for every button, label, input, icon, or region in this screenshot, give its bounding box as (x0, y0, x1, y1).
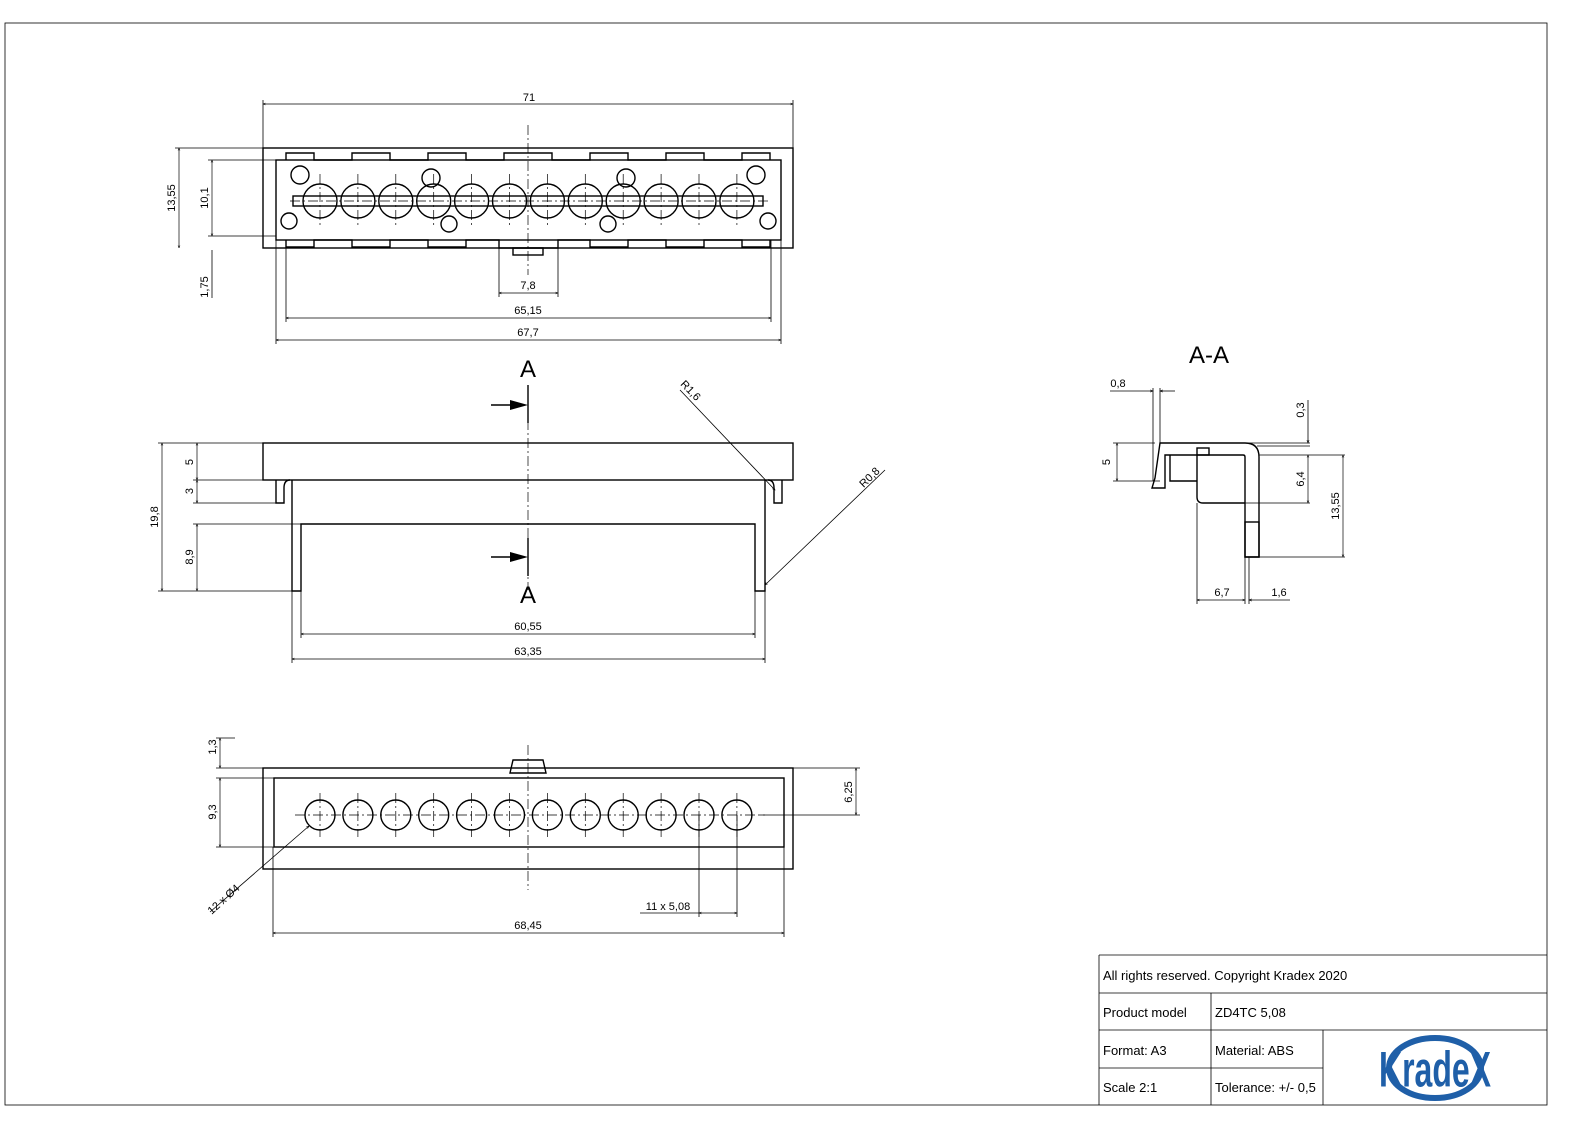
title-block: All rights reserved. Copyright Kradex 20… (1098, 954, 1547, 1105)
material-text: Material: ABS (1215, 1043, 1294, 1058)
dim-6-7: 6,7 (1214, 587, 1229, 599)
section-a-a: A-A 0,8 0,3 5 6,4 13,55 6,7 1,6 (1101, 342, 1345, 604)
tolerance-text: Tolerance: +/- 0,5 (1215, 1080, 1316, 1095)
section-mark-top: A (520, 356, 536, 383)
top-view-dimensions: 71 13,55 10,1 1,75 7,8 65,15 67,7 (166, 92, 793, 344)
dim-9-3: 9,3 (207, 804, 219, 819)
dim-r0-8: R0,8 (857, 465, 882, 490)
dim-5: 5 (184, 459, 196, 465)
svg-text:KradeX: KradeX (1379, 1041, 1491, 1097)
dim-0-3: 0,3 (1295, 402, 1307, 417)
format-text: Format: A3 (1103, 1043, 1167, 1058)
dim-pitch: 11 x 5,08 (646, 901, 690, 913)
dim-68-45: 68,45 (514, 920, 542, 932)
dim-71: 71 (523, 92, 535, 104)
dim-60-55: 60,55 (514, 621, 542, 633)
dim-3: 3 (184, 488, 196, 494)
dim-holes: 12 x Ø4 (206, 882, 243, 917)
dim-7-8: 7,8 (520, 280, 535, 292)
dim-section-5: 5 (1101, 459, 1113, 465)
section-mark-bottom: A (520, 582, 536, 609)
dim-6-25: 6,25 (843, 781, 855, 802)
drawing-frame (4, 22, 1548, 1106)
product-model-label: Product model (1103, 1005, 1187, 1020)
dim-section-13-55: 13,55 (1330, 492, 1342, 520)
top-view (262, 125, 794, 275)
product-model-value: ZD4TC 5,08 (1215, 1005, 1286, 1020)
dim-63-35: 63,35 (514, 646, 542, 658)
dim-6-4: 6,4 (1295, 471, 1307, 486)
dim-1-3: 1,3 (207, 739, 219, 754)
dim-19-8: 19,8 (149, 506, 161, 527)
dim-r1-6: R1,6 (678, 378, 703, 403)
dim-8-9: 8,9 (184, 549, 196, 564)
bottom-view (262, 745, 794, 890)
kradex-logo: KradeX (1379, 1035, 1491, 1101)
section-title: A-A (1189, 342, 1229, 369)
front-view: A A (262, 356, 794, 609)
scale-text: Scale 2:1 (1103, 1080, 1157, 1095)
dim-67-7: 67,7 (517, 327, 538, 339)
dim-13-55: 13,55 (166, 184, 178, 212)
dim-1-6: 1,6 (1271, 587, 1286, 599)
dim-1-75: 1,75 (199, 276, 211, 297)
copyright-text: All rights reserved. Copyright Kradex 20… (1103, 968, 1347, 983)
dim-65-15: 65,15 (514, 305, 542, 317)
front-view-dimensions: 19,8 5 3 8,9 60,55 63,35 R1,6 R0,8 (149, 378, 886, 663)
dim-10-1: 10,1 (199, 187, 211, 208)
dim-0-8: 0,8 (1110, 378, 1125, 390)
